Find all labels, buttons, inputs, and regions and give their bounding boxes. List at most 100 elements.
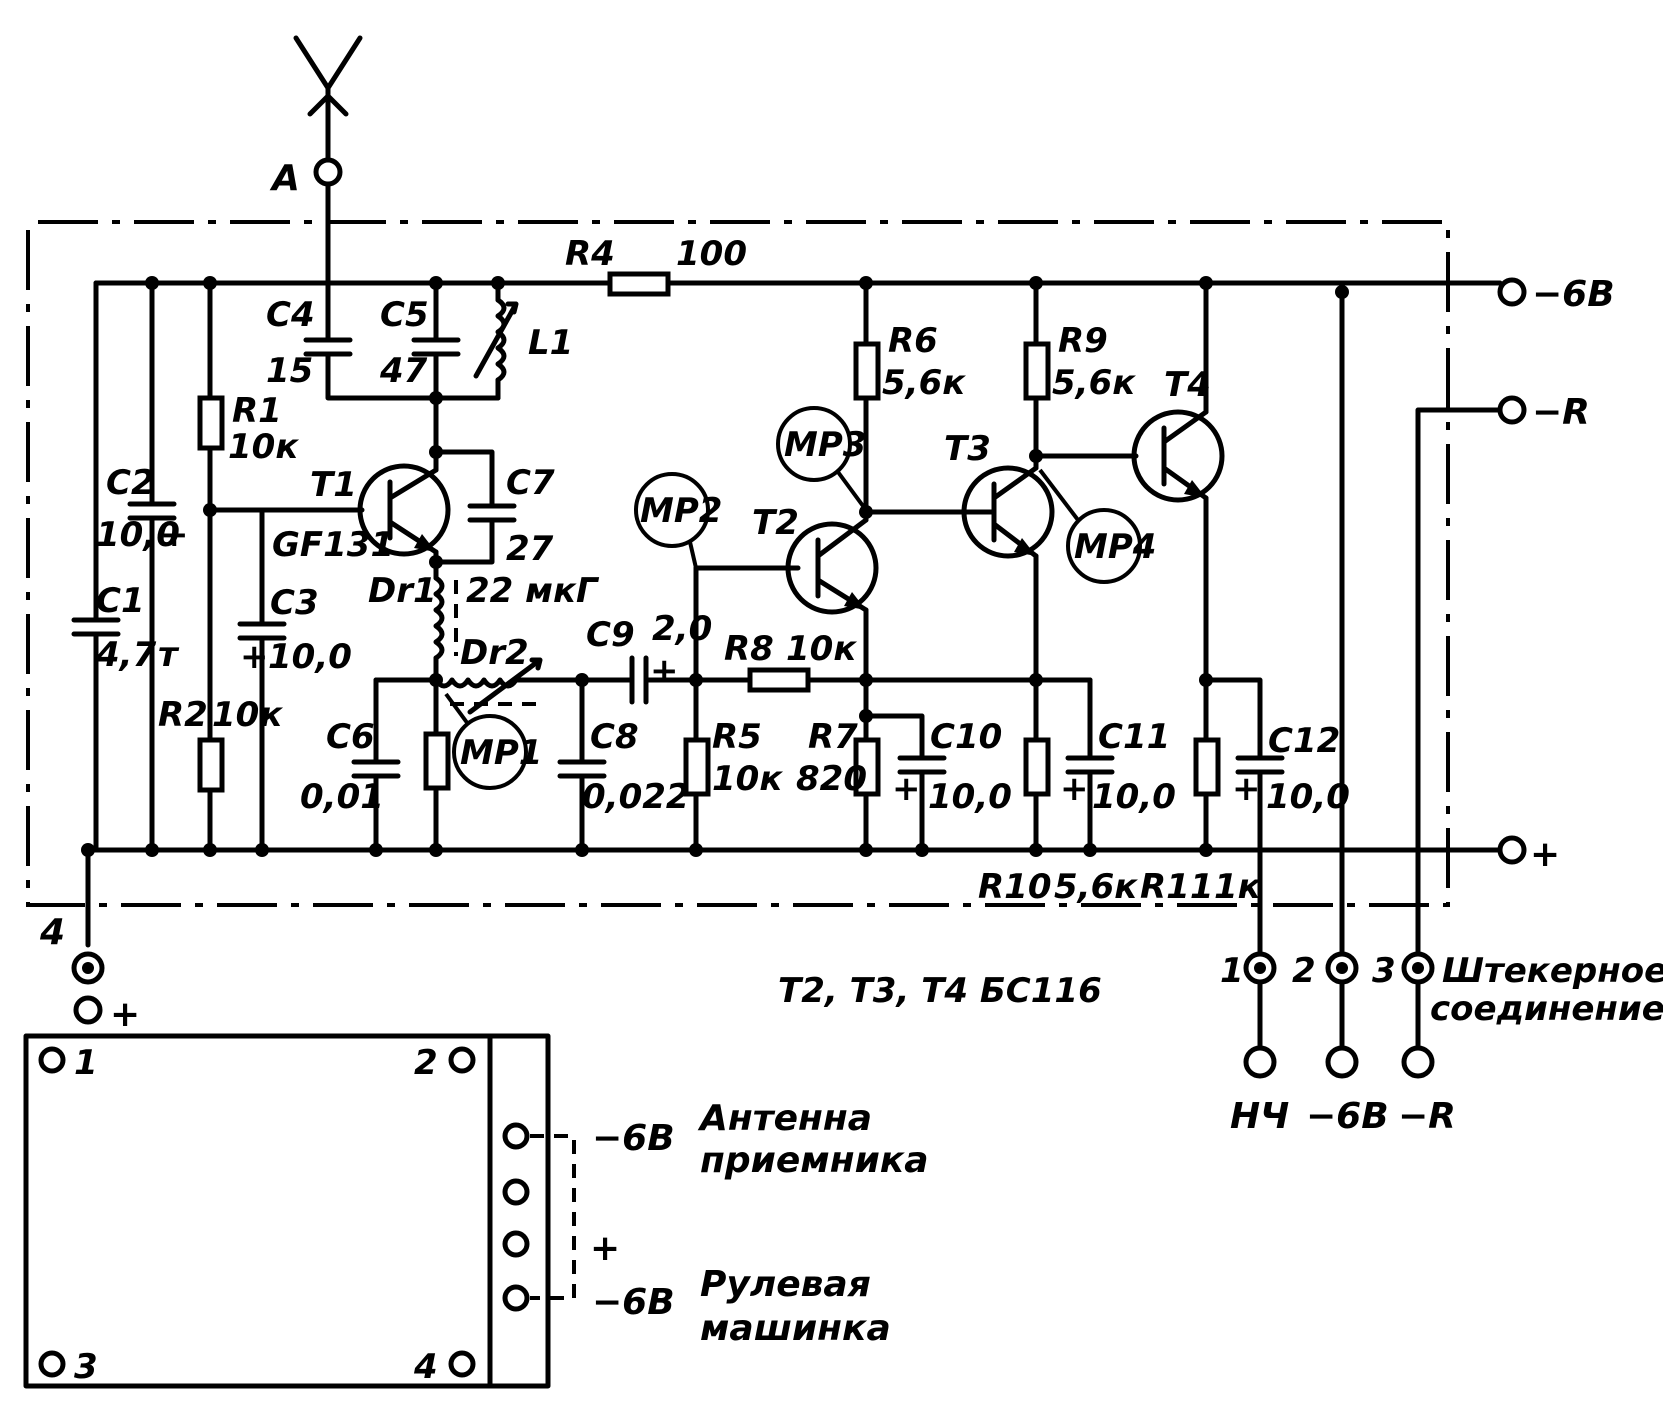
antenna-terminal[interactable]: [313, 157, 343, 187]
L1-inductor: [473, 280, 519, 401]
R1-resistor: [197, 395, 225, 451]
label-servo-1: Рулевая: [700, 1264, 871, 1305]
R1-name: R1: [232, 391, 282, 431]
R4-value: 100: [676, 234, 747, 274]
C6-name: C6: [326, 717, 375, 757]
C8-value: 0,022: [582, 777, 690, 817]
MP2-label: МР2: [640, 491, 722, 531]
C12-capacitor: [1203, 677, 1285, 1049]
T2-name: T2: [752, 503, 799, 543]
C12-value: 10,0: [1266, 777, 1350, 817]
R5-resistor: [683, 737, 711, 797]
connector-pin-3: 3: [1372, 951, 1396, 991]
R6-name: R6: [888, 321, 938, 361]
R9-name: R9: [1058, 321, 1108, 361]
C2-polarity: +: [160, 515, 189, 555]
C10-value: 10,0: [928, 777, 1012, 817]
R4-name: R4: [565, 234, 615, 274]
MP1-label: МР1: [460, 733, 542, 773]
label-antenna-1: Антенна: [697, 1098, 872, 1139]
R6-value: 5,6к: [882, 363, 966, 403]
servo-neg6v-1: −6В: [592, 1118, 675, 1159]
R1-value: 10к: [228, 427, 299, 467]
C7-name: C7: [506, 463, 555, 503]
battery-pol-label: +: [110, 994, 140, 1035]
C11-value: 10,0: [1092, 777, 1176, 817]
negR-terminal[interactable]: [1497, 395, 1527, 425]
C4-value: 15: [266, 351, 313, 391]
R2-value: 10к: [212, 695, 283, 735]
neg6v-terminal[interactable]: [1497, 277, 1527, 307]
Dr1-choke: [433, 549, 458, 683]
T3-name: T3: [944, 429, 991, 469]
C9-value: 2,0: [652, 609, 712, 649]
MP4-label: МР4: [1074, 527, 1156, 567]
R9-value: 5,6к: [1052, 363, 1136, 403]
R4-resistor: [607, 271, 671, 297]
C9-name: C9: [586, 615, 635, 655]
R2-resistor: [197, 737, 225, 793]
C1-value: 4,7: [95, 635, 157, 675]
servo-pin-1: 1: [74, 1043, 98, 1083]
pos-terminal[interactable]: [1497, 835, 1527, 865]
output-negR: −R: [1398, 1096, 1456, 1137]
R5-value: 10к: [712, 759, 783, 799]
C5-value: 47: [379, 351, 428, 391]
plug-connector: [1243, 951, 1435, 1079]
C4-name: C4: [266, 295, 315, 335]
R8-name: R8: [724, 629, 774, 669]
transistor-note: T2, T3, T4 БС116: [778, 971, 1102, 1011]
L1-name: L1: [528, 323, 573, 363]
output-nch: НЧ: [1230, 1096, 1289, 1137]
Dr2-choke: [433, 657, 573, 715]
T3-transistor: [961, 465, 1055, 559]
negR-label: −R: [1532, 392, 1590, 433]
C3-value: 10,0: [268, 637, 352, 677]
R7-value: 820: [796, 759, 867, 799]
MP3-testpoint: [776, 406, 852, 482]
connector-label-2: соединение: [1430, 989, 1663, 1029]
MP4-testpoint: [1066, 508, 1142, 584]
T4-transistor: [1131, 409, 1225, 503]
C1-name: C1: [96, 581, 145, 621]
servo-pin-3: 3: [74, 1347, 98, 1387]
C7-value: 27: [506, 529, 554, 569]
T1-transistor: [357, 463, 451, 557]
C2-name: C2: [106, 463, 155, 503]
R2-name: R2: [158, 695, 208, 735]
C9-polarity: +: [650, 651, 679, 691]
servo-pin-2: 2: [414, 1043, 438, 1083]
antenna-symbol: A: [269, 35, 363, 199]
C12-name: C12: [1268, 721, 1340, 761]
connector-label-1: Штекерное: [1442, 951, 1663, 991]
label-antenna-2: приемника: [700, 1140, 929, 1181]
R11-name: R11: [1140, 867, 1214, 907]
servo-block: [23, 1033, 576, 1389]
T4-name: T4: [1164, 365, 1211, 405]
C8-name: C8: [590, 717, 639, 757]
output-neg6v: −6В: [1306, 1096, 1389, 1137]
label-servo-2: машинка: [700, 1308, 891, 1349]
T1-emitter-resistor: [423, 731, 451, 791]
R5-name: R5: [712, 717, 762, 757]
MP1-testpoint: [452, 714, 528, 790]
C3-polarity: +: [240, 637, 269, 677]
antenna-label: A: [269, 158, 300, 199]
R8-resistor: [747, 667, 811, 693]
MP3-label: МР3: [784, 425, 866, 465]
R10-resistor: [1023, 737, 1051, 797]
C3-capacitor: [237, 507, 287, 853]
connector-pin-1: 1: [1220, 951, 1244, 991]
R7-name: R7: [808, 717, 858, 757]
Dr1-value: 22 мкГ: [466, 571, 600, 611]
T2-transistor: [785, 517, 879, 615]
junction-dots: [81, 276, 1349, 857]
C10-polarity: +: [892, 769, 921, 809]
R11-resistor: [1193, 737, 1221, 797]
servo-neg6v-2: −6В: [592, 1282, 675, 1323]
Dr2-name: Dr2: [460, 633, 529, 673]
C11-capacitor: [1065, 677, 1115, 853]
R11-value: 1к: [1214, 867, 1262, 907]
module-outline: [26, 220, 1450, 907]
